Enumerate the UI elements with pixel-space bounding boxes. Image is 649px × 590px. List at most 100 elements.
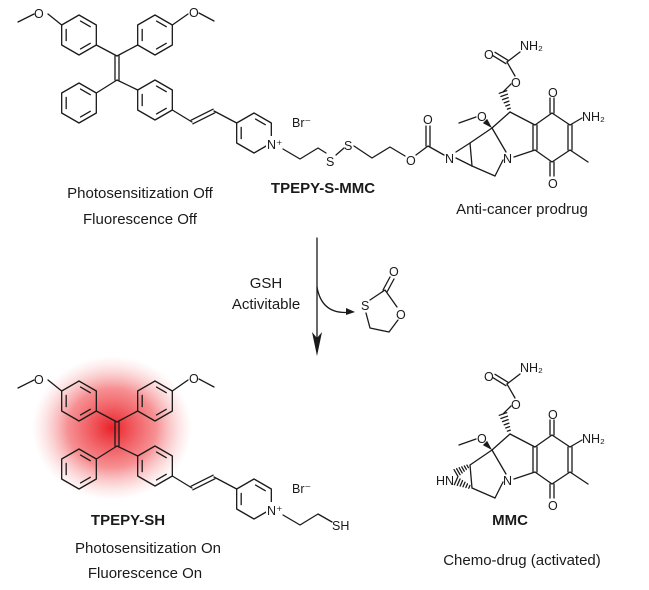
aromatic-bond [79,408,91,416]
hashed-bond [506,429,511,432]
atom-n-ring: N [503,152,512,166]
atom-o-carbamate: O [511,398,521,412]
bond [95,445,118,460]
hashed-bond [501,97,509,101]
bond [47,379,63,392]
atom-n-plus: N⁺ [267,138,283,152]
atom-nh2: NH₂ [582,110,605,124]
bond [171,109,193,123]
methoxyphenyl-ring [137,14,173,56]
atom-n-ring: N [503,474,512,488]
atom-nh2-carbamate: NH₂ [520,39,543,53]
atom-o-quinone: O [548,408,558,422]
atom-hn: HN [436,474,454,488]
carbonyl-bond [494,373,509,383]
aromatic-bond [254,484,266,492]
hashed-bond [503,422,510,426]
prodrug-name: TPEPY-S-MMC [271,180,375,197]
atom-sh: SH [332,519,349,533]
atom-o-quinone: O [548,86,558,100]
bromide-counterion-bottom: Br⁻ [292,482,311,496]
bond [455,142,471,153]
hashed-bond [505,104,511,107]
bond [551,112,571,126]
bond [534,112,553,126]
bond [551,434,571,448]
aromatic-bond [155,386,167,394]
bond [458,438,477,446]
aromatic-bond [155,451,167,459]
hashed-bond [501,419,509,423]
aromatic-bond [155,408,167,416]
bond [491,449,507,475]
bond [491,111,511,129]
bond [551,471,571,485]
wedge-bond [482,440,492,450]
bond [171,475,193,489]
bromide-counterion: Br⁻ [292,116,311,130]
carbonyl-bond [494,51,509,61]
bond [569,439,583,448]
aromatic-bond [79,88,91,96]
hashed-bond [468,484,471,489]
hashed-bond [463,465,467,471]
bond [494,481,504,499]
label-mask [266,136,280,150]
hashed-bond [500,415,509,420]
hashed-bond [459,479,464,487]
bond [506,61,516,77]
bond [469,127,493,144]
atom-nh2: NH₂ [582,432,605,446]
aromatic-bond [155,85,167,93]
photosensitizer-state-2: Fluorescence On [88,565,202,582]
vinyl-double-bond [190,474,214,487]
phenylene-ring [137,79,173,121]
bond [491,127,507,153]
phenyl-ring [61,82,97,124]
atom-o-quinone: O [548,177,558,191]
bond [509,111,536,126]
atom-o-byproduct-carbonyl: O [389,265,399,279]
bond [551,149,571,163]
bond [506,51,521,63]
bond [213,476,238,490]
atom-n-plus: N⁺ [267,504,283,518]
bond [569,149,589,163]
bond [116,445,139,457]
hashed-bond [465,483,469,489]
bond [471,487,496,499]
atom-o-carbamate-carbonyl: O [484,48,494,62]
disulfide-linker: S S O O N [282,113,454,169]
drug-role: Chemo-drug (activated) [443,552,601,569]
hashed-bond [455,467,461,476]
bond [569,471,589,485]
bond [95,79,118,94]
atom-o-methoxy: O [189,372,199,386]
aromatic-bond [155,20,167,28]
bond [569,117,583,126]
hashed-bond [456,478,461,487]
atom-o-methoxy: O [477,432,487,446]
aromatic-bond [155,42,167,50]
aromatic-bond [79,454,91,462]
atom-s1: S [326,155,334,169]
hashed-bond [466,464,470,469]
hashed-bond [453,468,459,478]
hashed-bond [505,426,511,429]
hashed-bond [458,467,463,474]
bond [491,433,511,451]
atom-o-methoxy: O [477,110,487,124]
hashed-bond [500,93,509,98]
bond [17,13,35,23]
aromatic-bond [79,386,91,394]
bond [471,165,496,177]
atom-o-methoxy: O [34,7,44,21]
hashed-bond [503,100,510,104]
aromatic-bond [254,118,266,126]
bond [534,434,553,448]
bond [513,149,536,158]
